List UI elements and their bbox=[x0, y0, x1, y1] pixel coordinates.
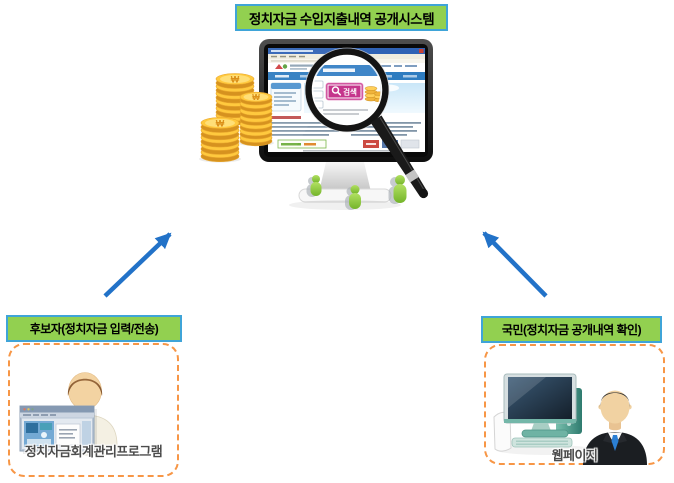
candidate-caption: 정치자금회계관리프로그램 bbox=[24, 444, 163, 459]
disclosure-system-illustration: ₩ ₩ bbox=[199, 39, 433, 210]
people-icon bbox=[306, 175, 407, 210]
right-arrow bbox=[482, 231, 548, 298]
citizen-header-label: 국민(정치자금 공개내역 확인) bbox=[501, 323, 642, 337]
left-arrow bbox=[103, 232, 172, 298]
search-button: 검색 bbox=[325, 82, 364, 101]
system-title-box: 정치자금 수입지출내역 공개시스템 bbox=[235, 4, 448, 31]
citizen-caption: 웹페이지 bbox=[551, 448, 598, 463]
won-symbol: ₩ bbox=[252, 93, 260, 102]
magnifier-handle bbox=[370, 115, 429, 199]
candidate-header-box: 후보자(정치자금 입력/전송) bbox=[6, 315, 182, 342]
search-button-label: 검색 bbox=[343, 87, 357, 97]
candidate-header-label: 후보자(정치자금 입력/전송) bbox=[29, 322, 159, 336]
candidate-dashed-outline bbox=[8, 343, 179, 477]
citizen-illustration bbox=[493, 373, 647, 465]
coin-stack-icon: ₩ ₩ bbox=[199, 73, 274, 163]
won-symbol: ₩ bbox=[216, 119, 225, 129]
search-icon bbox=[331, 86, 342, 96]
system-title-label: 정치자금 수입지출내역 공개시스템 bbox=[248, 11, 435, 27]
magnifier-icon: 검색 bbox=[304, 47, 429, 199]
desktop-computer-icon bbox=[503, 373, 582, 448]
won-symbol: ₩ bbox=[231, 75, 240, 85]
citizen-dashed-outline bbox=[484, 344, 665, 465]
app-window-icon bbox=[19, 405, 97, 454]
businessman-icon bbox=[583, 390, 647, 465]
candidate-illustration bbox=[19, 372, 118, 456]
citizen-header-box: 국민(정치자금 공개내역 확인) bbox=[481, 316, 662, 343]
